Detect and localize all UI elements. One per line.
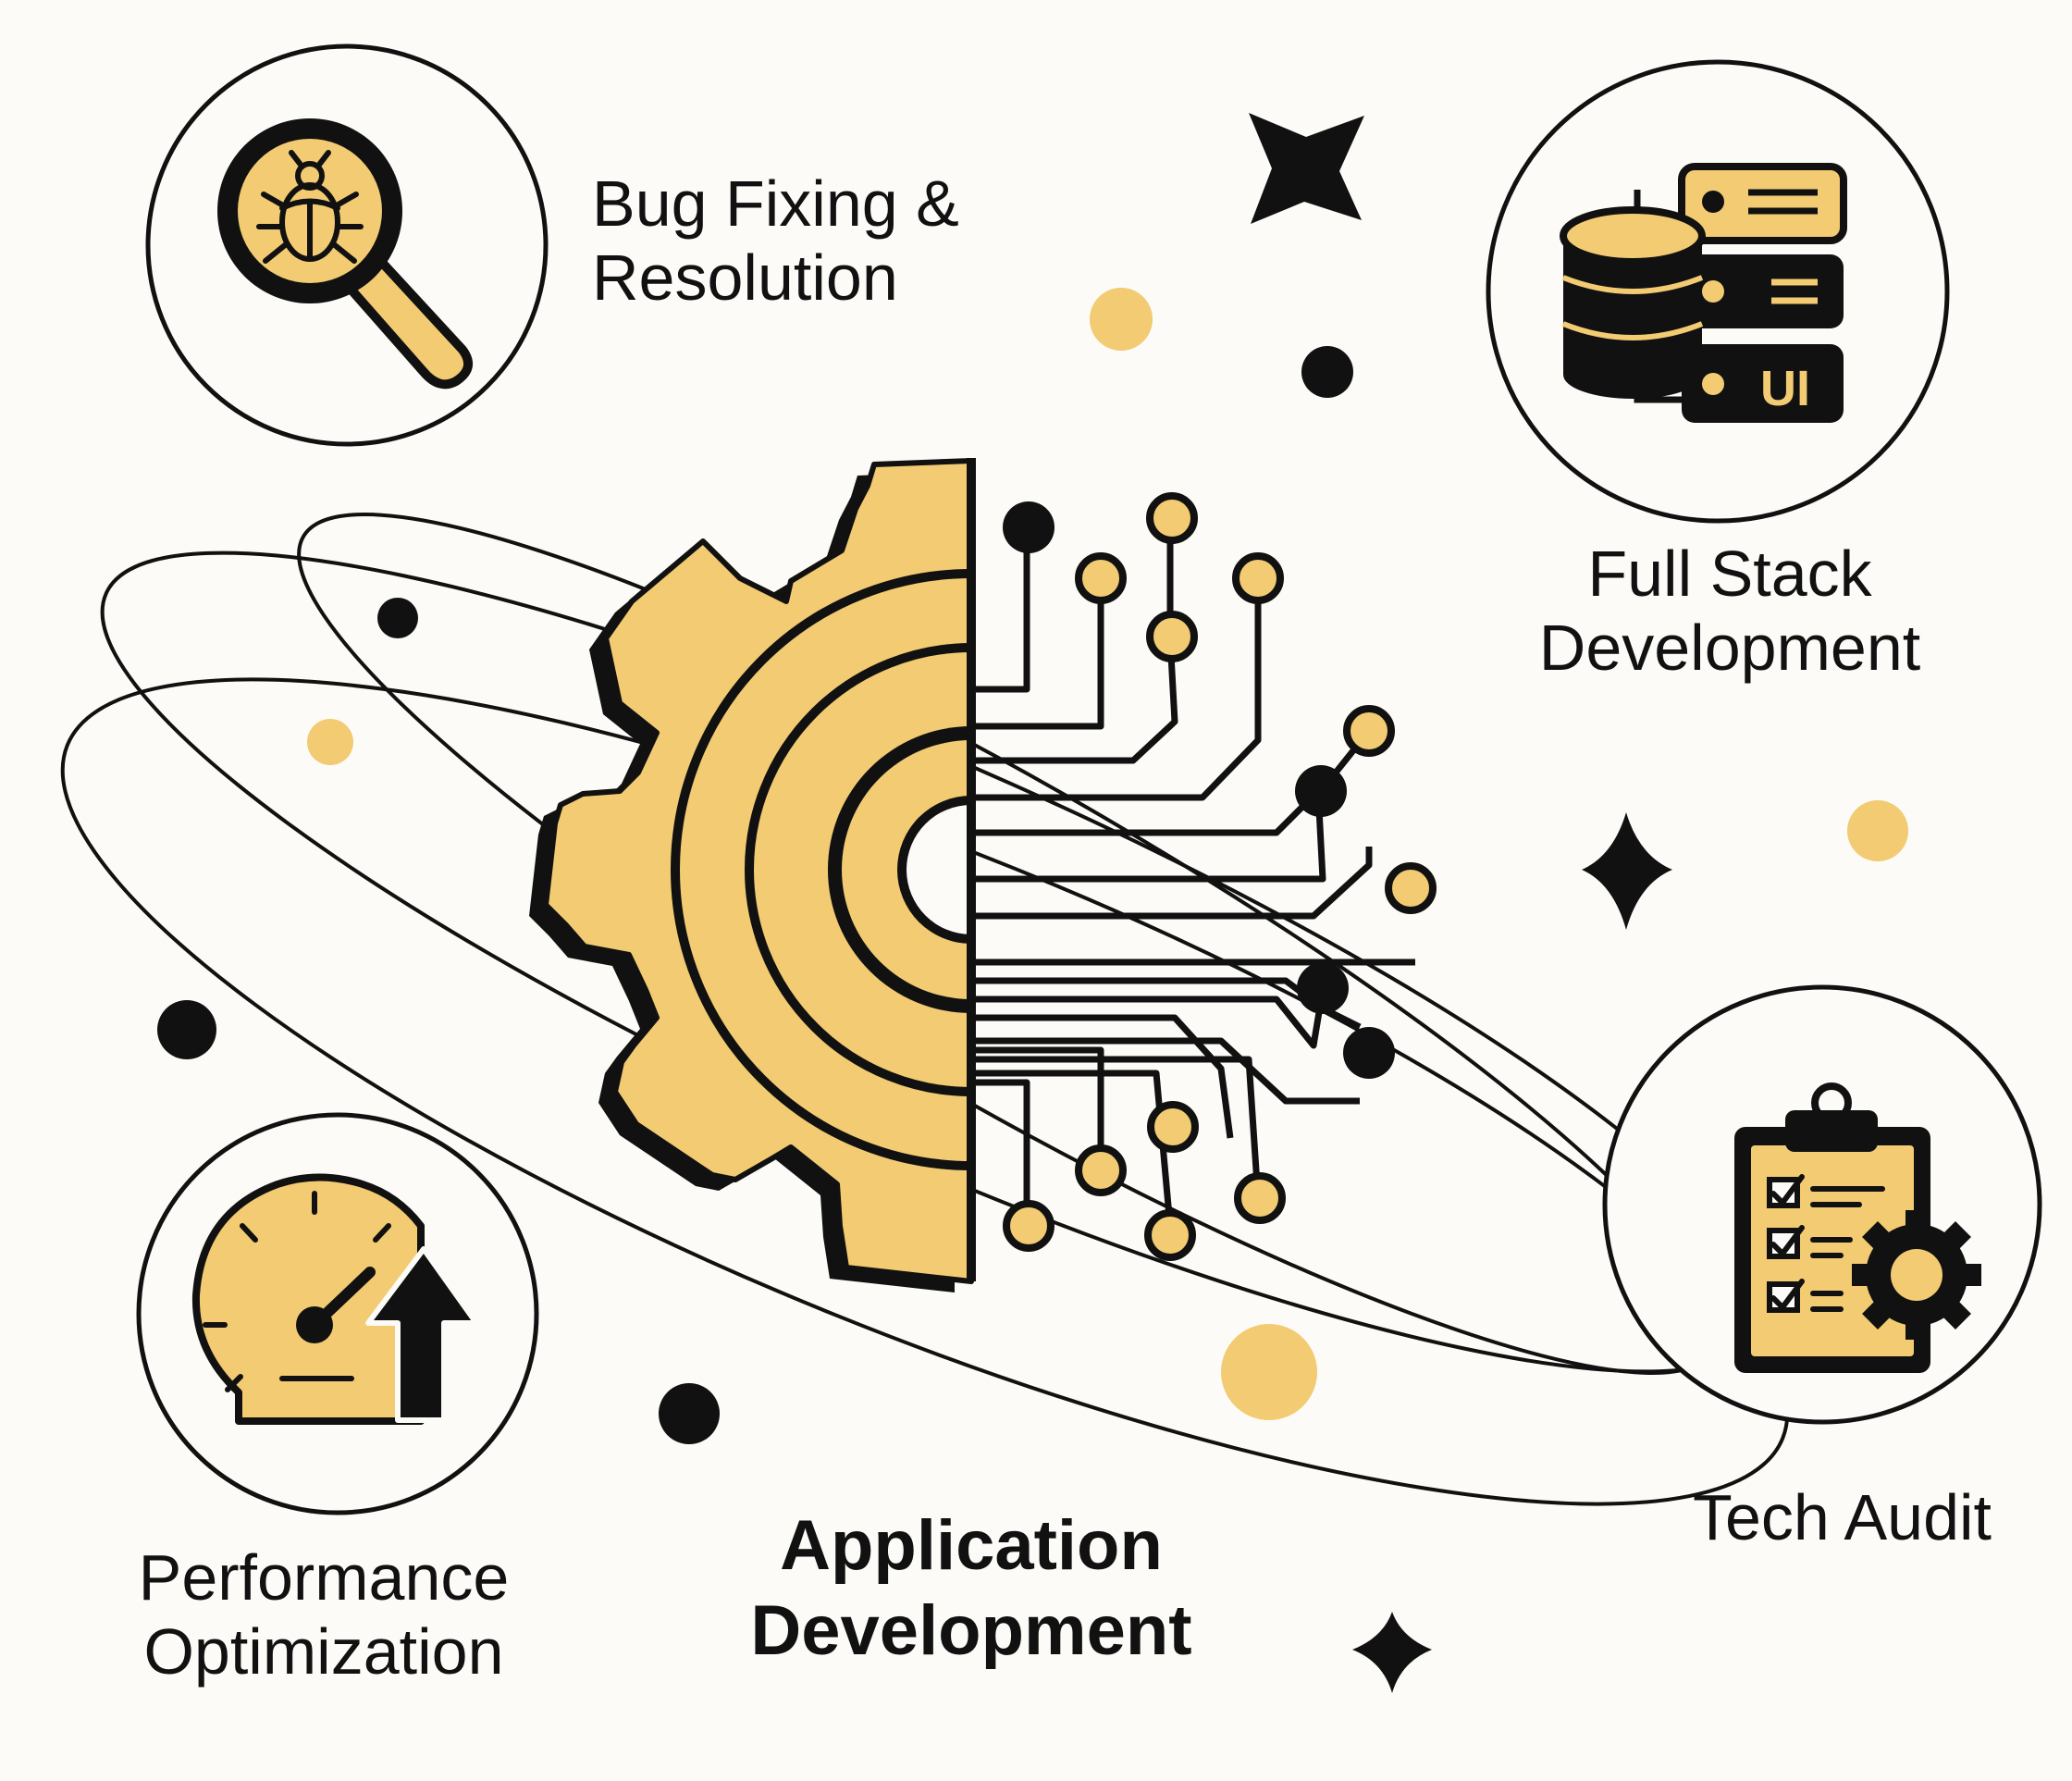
center-title: Application Development <box>712 1503 1230 1674</box>
bug-magnifier-icon <box>217 118 474 390</box>
circuit-node <box>1232 552 1284 604</box>
gear-icon <box>529 458 976 1292</box>
clipboard-gear-icon <box>1734 1082 1981 1373</box>
circuit-node <box>1147 1101 1199 1153</box>
full-stack-line1: Full Stack <box>1587 538 1872 610</box>
decor-dot-accent <box>1221 1324 1317 1420</box>
circuit-node <box>1075 552 1127 604</box>
bug-icon <box>256 150 364 264</box>
center-title-line2: Development <box>750 1591 1192 1670</box>
decor-dot <box>1301 346 1353 398</box>
circuit-nodes <box>1003 492 1437 1261</box>
orbit-ellipse-1 <box>60 677 1790 1506</box>
performance-line2: Optimization <box>143 1615 504 1688</box>
decorations <box>157 113 1908 1693</box>
decor-dot <box>659 1383 720 1444</box>
decor-dot <box>157 1000 216 1059</box>
performance-line1: Performance <box>138 1541 510 1614</box>
decor-dot-accent <box>307 719 353 765</box>
database-server-ui-icon: UI <box>1560 163 1847 423</box>
circuit-node <box>1075 1144 1127 1196</box>
bug-fixing-label: Bug Fixing & Resolution <box>592 167 959 315</box>
circuit-node <box>1234 1172 1286 1224</box>
circuit-node <box>1385 862 1437 914</box>
circuit-node <box>1343 1027 1395 1079</box>
sparkle-icon <box>1352 1612 1432 1693</box>
circuit-node <box>1144 1209 1196 1261</box>
circuit-node <box>1146 611 1198 662</box>
circuit-node <box>1003 1200 1054 1252</box>
tech-audit-label: Tech Audit <box>1693 1480 1992 1554</box>
circuit-node <box>1297 962 1349 1014</box>
full-stack-line2: Development <box>1538 612 1921 684</box>
speedometer-arrow-icon <box>191 1173 479 1425</box>
full-stack-label: Full Stack Development <box>1498 537 1961 685</box>
bug-fixing-line2: Resolution <box>592 241 898 314</box>
circuit-node <box>1295 765 1347 817</box>
bug-fixing-line1: Bug Fixing & <box>592 167 959 240</box>
star-icon <box>1249 113 1364 224</box>
decor-dot <box>377 598 418 638</box>
gear-small-icon <box>1852 1210 1981 1340</box>
circuit-node <box>1003 501 1054 553</box>
decor-dot-accent <box>1090 288 1153 351</box>
ui-badge-text: UI <box>1760 361 1810 416</box>
tech-audit-line1: Tech Audit <box>1693 1481 1992 1553</box>
performance-label: Performance Optimization <box>92 1540 555 1688</box>
center-title-line1: Application <box>780 1506 1163 1585</box>
circuit-node <box>1146 492 1198 544</box>
sparkle-icon <box>1582 812 1672 930</box>
circuit-node <box>1343 705 1395 757</box>
decor-dot-accent <box>1847 800 1908 861</box>
